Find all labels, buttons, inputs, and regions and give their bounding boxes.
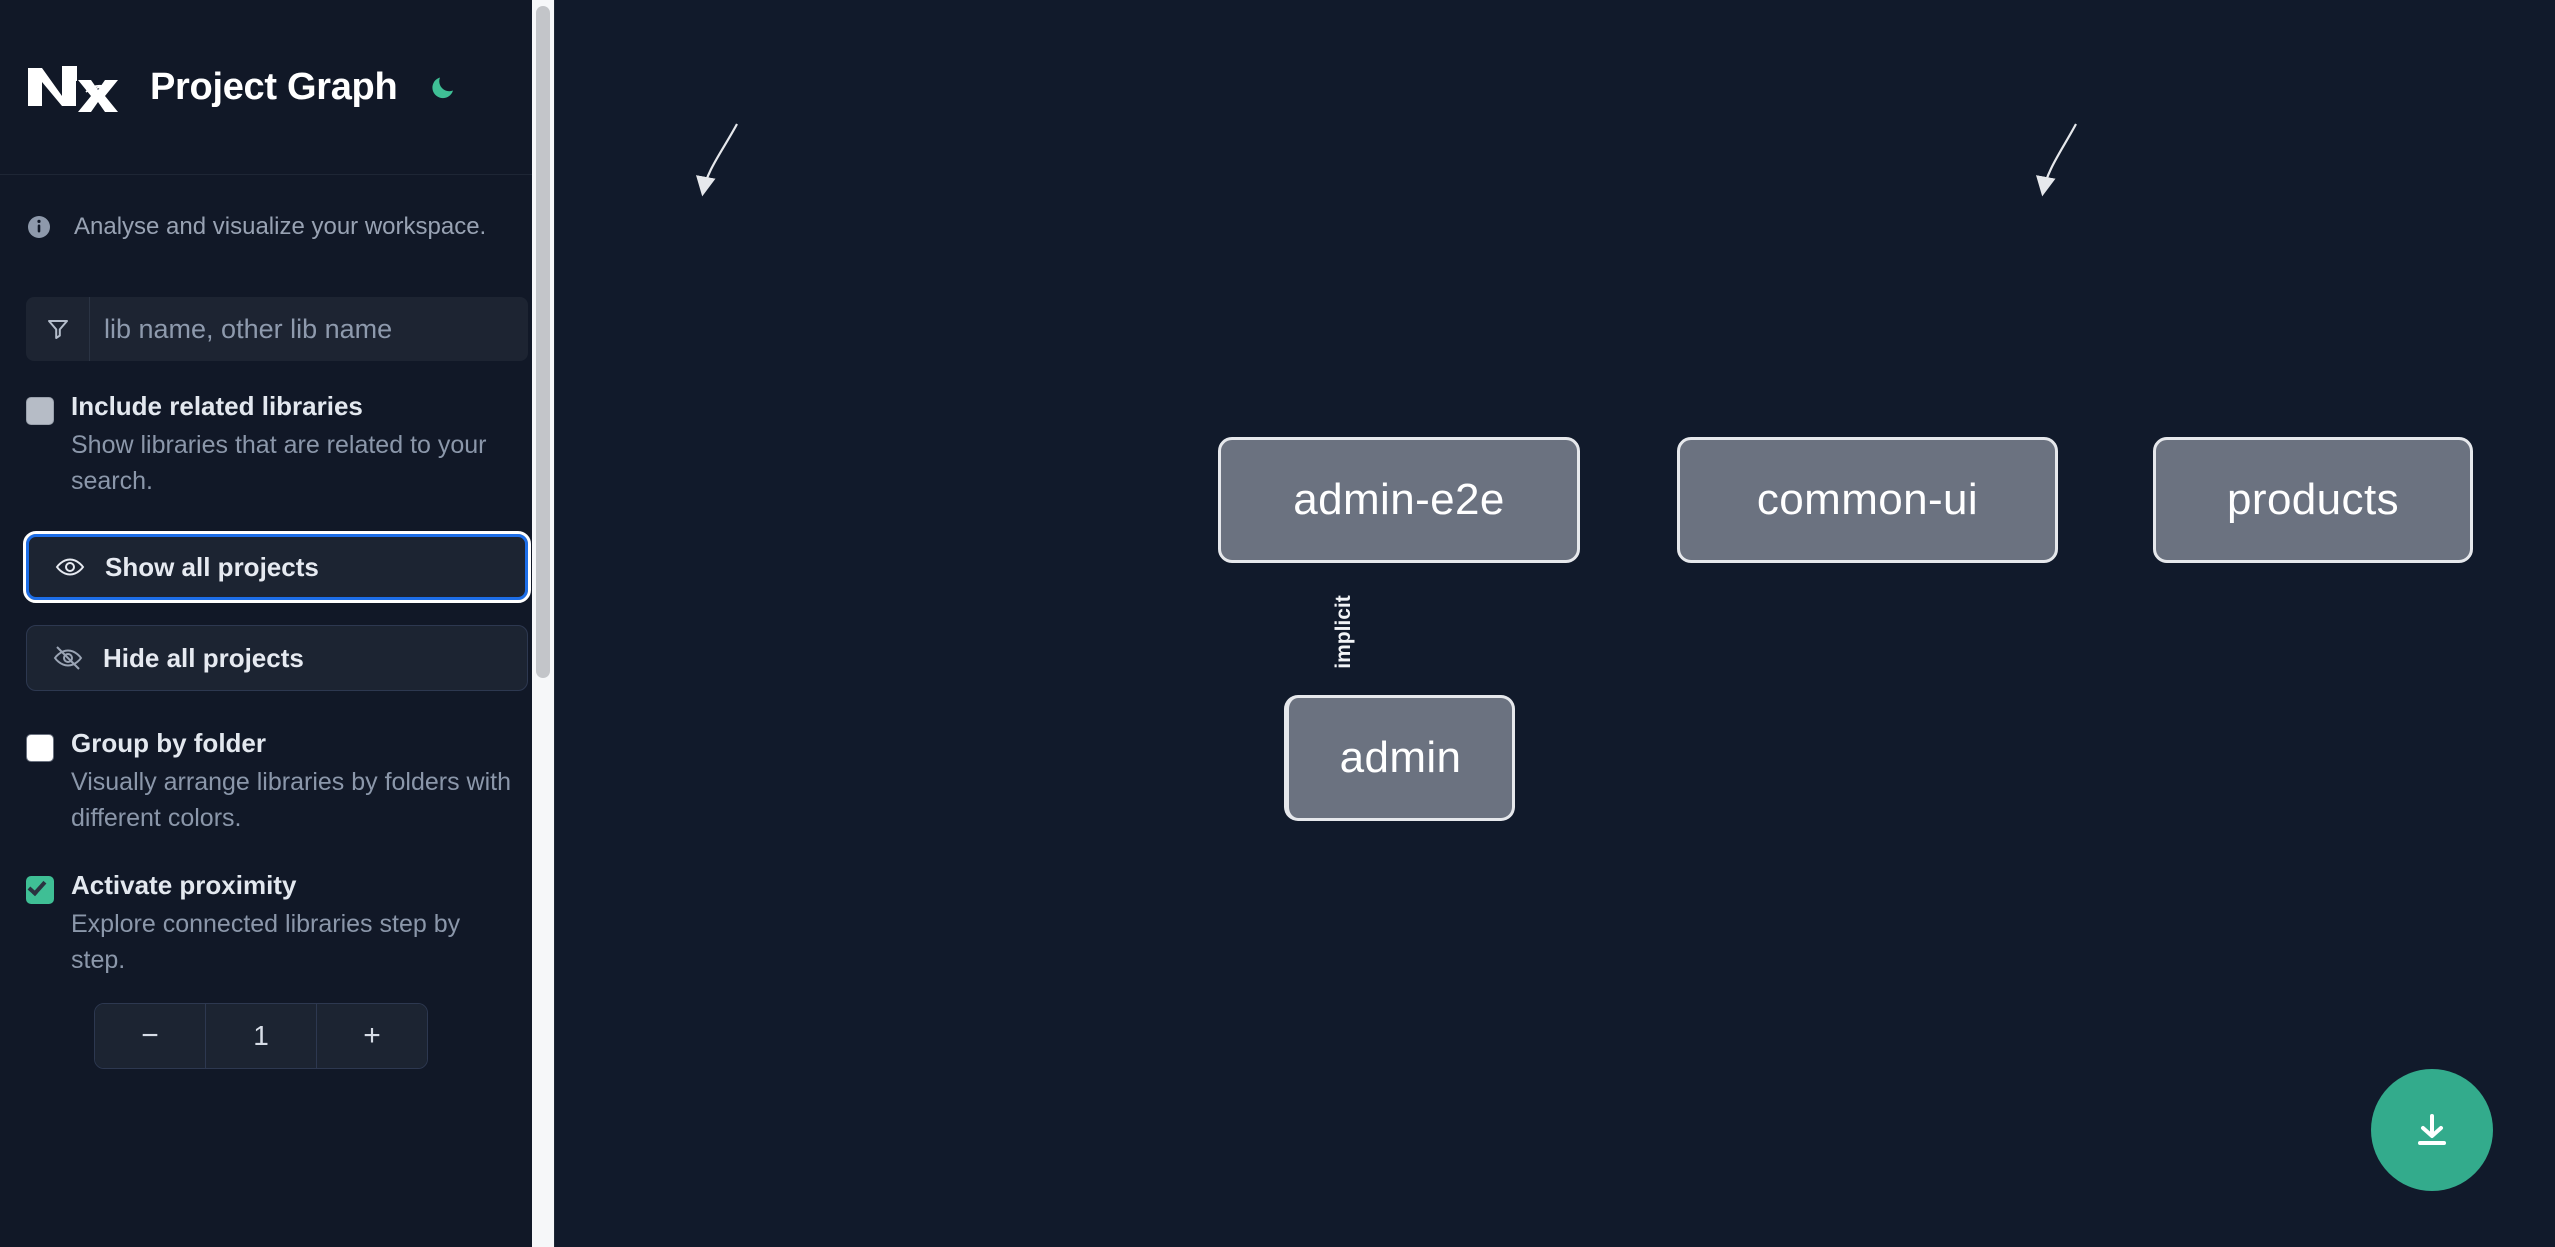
graph-canvas[interactable]: admin-e2e common-ui products store-e2e a… <box>555 0 2555 1247</box>
search-field[interactable] <box>26 297 528 361</box>
proximity-value[interactable]: 1 <box>205 1004 316 1069</box>
graph-node-common-ui[interactable]: common-ui <box>1677 437 2058 563</box>
check-icon <box>27 877 47 897</box>
page-title: Project Graph <box>150 65 398 108</box>
option-activate-proximity[interactable]: Activate proximity Explore connected lib… <box>26 868 528 978</box>
graph-edges <box>696 123 2077 197</box>
eye-off-icon <box>53 643 83 673</box>
option-description: Visually arrange libraries by folders wi… <box>71 768 512 832</box>
sidebar-body: Include related libraries Show libraries… <box>0 297 554 1070</box>
option-include-related-libraries[interactable]: Include related libraries Show libraries… <box>26 389 528 499</box>
search-input[interactable] <box>90 297 528 361</box>
download-icon <box>2418 1114 2446 1145</box>
nx-logo-icon <box>26 60 120 114</box>
node-label: common-ui <box>1756 475 1979 524</box>
download-graph-button[interactable] <box>2371 1069 2493 1191</box>
sidebar: Project Graph Analyse and visualize your… <box>0 0 555 1247</box>
info-icon <box>26 214 52 240</box>
hide-all-projects-label: Hide all projects <box>103 642 304 673</box>
filter-icon <box>26 297 90 361</box>
edge-label-admin-implicit: implicit <box>1331 595 1355 669</box>
node-label: admin-e2e <box>1293 475 1505 524</box>
sidebar-header: Project Graph <box>0 0 554 175</box>
tagline: Analyse and visualize your workspace. <box>0 175 554 279</box>
option-label: Include related libraries <box>71 391 363 421</box>
option-label: Activate proximity <box>71 870 297 901</box>
activate-proximity-checkbox[interactable] <box>26 876 54 905</box>
include-related-libraries-checkbox[interactable] <box>26 397 54 425</box>
tagline-text: Analyse and visualize your workspace. <box>74 213 487 240</box>
eye-icon <box>55 552 85 582</box>
group-by-folder-checkbox[interactable] <box>26 734 54 763</box>
option-description: Explore connected libraries step by step… <box>71 910 461 974</box>
node-label: products <box>2227 475 2399 524</box>
show-all-projects-button[interactable]: Show all projects <box>23 531 531 604</box>
graph-node-admin[interactable]: admin <box>1284 695 1515 821</box>
graph-node-admin-e2e[interactable]: admin-e2e <box>1218 437 1580 563</box>
sidebar-scrollbar-track[interactable] <box>532 0 554 1247</box>
hide-all-projects-button[interactable]: Hide all projects <box>26 625 528 692</box>
node-label: admin <box>1339 733 1462 782</box>
option-group-by-folder[interactable]: Group by folder Visually arrange librari… <box>26 726 528 836</box>
option-label: Group by folder <box>71 728 266 759</box>
show-all-projects-label: Show all projects <box>105 551 319 582</box>
proximity-increment-button[interactable]: + <box>316 1004 427 1069</box>
proximity-decrement-button[interactable]: − <box>95 1004 205 1069</box>
proximity-stepper[interactable]: − 1 + <box>94 1003 428 1070</box>
sidebar-scrollbar-thumb[interactable] <box>536 6 550 678</box>
moon-icon[interactable] <box>424 67 464 107</box>
graph-node-products[interactable]: products <box>2153 437 2473 563</box>
option-description: Show libraries that are related to your … <box>71 431 487 495</box>
